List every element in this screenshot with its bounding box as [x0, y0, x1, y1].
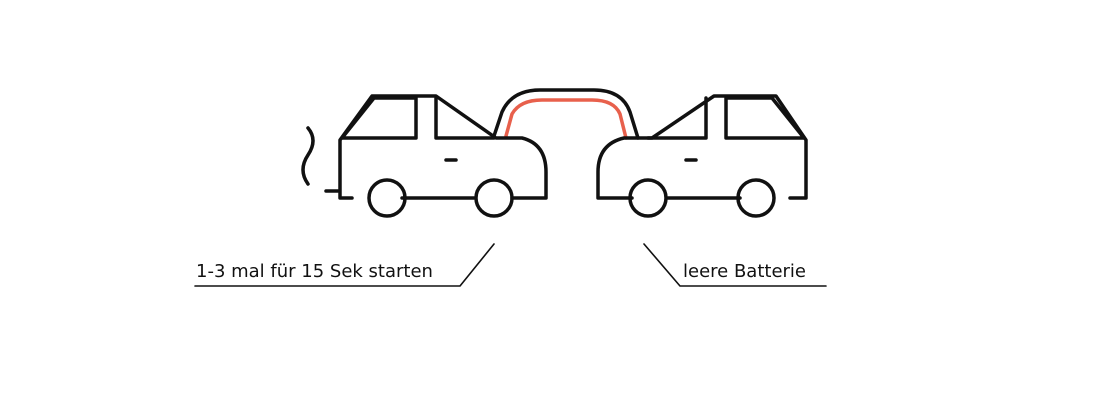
- left-car-rear-wheel: [367, 178, 407, 218]
- left-car-body: [338, 94, 548, 200]
- left-leader-line: [194, 243, 495, 287]
- left-label: 1-3 mal für 15 Sek starten: [196, 261, 433, 282]
- right-car-front-wheel: [628, 178, 668, 218]
- left-car-icon: [338, 94, 548, 218]
- cable-red: [504, 98, 628, 140]
- left-car-rear-window: [340, 96, 418, 140]
- left-car-front-wheel: [474, 178, 514, 218]
- exhaust-smoke-icon: [301, 126, 340, 193]
- right-leader-line: [643, 243, 827, 287]
- jumper-cable-icon: [492, 88, 640, 140]
- right-car-front-window: [646, 96, 708, 140]
- right-callout: leere Batterie: [643, 243, 827, 287]
- right-car-body: [596, 94, 808, 200]
- right-car-rear-wheel: [736, 178, 776, 218]
- exhaust-squiggle: [301, 126, 315, 186]
- left-callout: 1-3 mal für 15 Sek starten: [194, 243, 495, 287]
- cable-black: [492, 88, 640, 140]
- right-car-rear-window: [724, 96, 806, 140]
- right-label: leere Batterie: [683, 261, 806, 282]
- left-car-front-window: [434, 96, 496, 140]
- right-car-icon: [596, 94, 808, 218]
